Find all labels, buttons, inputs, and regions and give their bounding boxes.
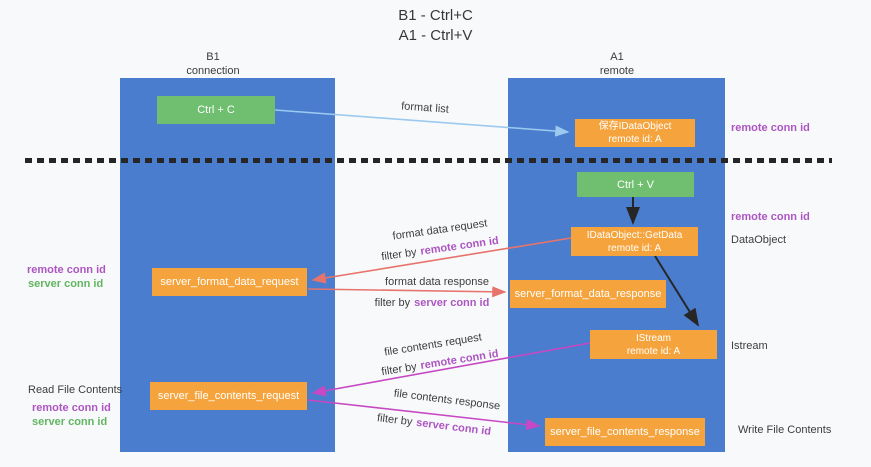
node-server-file-contents-response: server_file_contents_response bbox=[545, 418, 705, 446]
annotation-read-file-contents: Read File Contents bbox=[28, 384, 123, 396]
server-conn-id-text: server conn id bbox=[415, 416, 492, 438]
ctrl-c-label: Ctrl + C bbox=[197, 104, 235, 116]
server-conn-id-text: server conn id bbox=[414, 297, 490, 309]
label-format-data-response: format data response bbox=[385, 276, 489, 288]
filter-by-text: filter by bbox=[380, 246, 418, 264]
annotation-left-remote-conn-id-2: remote conn id bbox=[32, 402, 111, 414]
lane-header-left: B1 connection bbox=[153, 50, 273, 78]
title-line-2: A1 - Ctrl+V bbox=[398, 27, 473, 44]
label-filter-by-server-2: filter by server conn id bbox=[376, 412, 491, 438]
remote-conn-id-text: remote conn id bbox=[419, 234, 500, 258]
label-filter-by-server-1: filter by server conn id bbox=[375, 297, 490, 309]
title-line-1: B1 - Ctrl+C bbox=[398, 7, 473, 24]
annotation-istream: Istream bbox=[731, 340, 768, 352]
istream-line2: remote id: A bbox=[626, 345, 681, 357]
annotation-dataobject: DataObject bbox=[731, 234, 787, 246]
filter-by-text: filter by bbox=[376, 412, 414, 429]
node-save-idataobject: 保存IDataObject remote id: A bbox=[575, 119, 695, 147]
lane-left-subtitle: connection bbox=[186, 65, 240, 77]
server-file-contents-response-label: server_file_contents_response bbox=[550, 426, 700, 438]
lane-right-subtitle: remote bbox=[599, 65, 635, 77]
arrow-format-data-response bbox=[307, 286, 507, 298]
remote-conn-id-text: remote conn id bbox=[419, 347, 500, 373]
node-idataobject-getdata: IDataObject::GetData remote id: A bbox=[571, 227, 698, 256]
diagram-title: B1 - Ctrl+C A1 - Ctrl+V bbox=[0, 6, 871, 46]
save-idataobject-line2: remote id: A bbox=[608, 134, 662, 145]
lane-left-title: B1 bbox=[206, 51, 220, 63]
annotation-remote-conn-id-top: remote conn id bbox=[731, 122, 810, 134]
lane-header-right: A1 remote bbox=[557, 50, 677, 78]
session-divider-dashed-line bbox=[25, 158, 832, 163]
annotation-left-server-conn-id-1: server conn id bbox=[28, 278, 104, 290]
server-format-data-response-label: server_format_data_response bbox=[514, 288, 662, 300]
annotation-left-server-conn-id-2: server conn id bbox=[32, 416, 108, 428]
getdata-line2: remote id: A bbox=[607, 242, 662, 254]
node-ctrl-c: Ctrl + C bbox=[157, 96, 275, 124]
node-istream: IStream remote id: A bbox=[590, 330, 717, 359]
server-file-contents-request-label: server_file_contents_request bbox=[157, 390, 300, 402]
label-format-list: format list bbox=[400, 100, 450, 116]
filter-by-text: filter by bbox=[374, 297, 411, 309]
annotation-write-file-contents: Write File Contents bbox=[738, 424, 832, 436]
filter-by-text: filter by bbox=[380, 360, 418, 379]
ctrl-v-label: Ctrl + V bbox=[617, 178, 654, 191]
annotation-remote-conn-id-mid: remote conn id bbox=[731, 211, 810, 223]
node-server-format-data-request: server_format_data_request bbox=[152, 268, 307, 296]
lane-right-title: A1 bbox=[610, 51, 624, 63]
node-ctrl-v: Ctrl + V bbox=[577, 172, 694, 197]
getdata-line1: IDataObject::GetData bbox=[586, 229, 683, 241]
server-format-data-request-label: server_format_data_request bbox=[160, 276, 299, 288]
istream-line1: IStream bbox=[635, 332, 671, 344]
annotation-left-remote-conn-id-1: remote conn id bbox=[27, 264, 106, 276]
label-file-contents-response: file contents response bbox=[393, 387, 501, 413]
save-idataobject-line1: 保存IDataObject bbox=[598, 121, 672, 132]
node-server-format-data-response: server_format_data_response bbox=[510, 280, 666, 308]
node-server-file-contents-request: server_file_contents_request bbox=[150, 382, 307, 410]
